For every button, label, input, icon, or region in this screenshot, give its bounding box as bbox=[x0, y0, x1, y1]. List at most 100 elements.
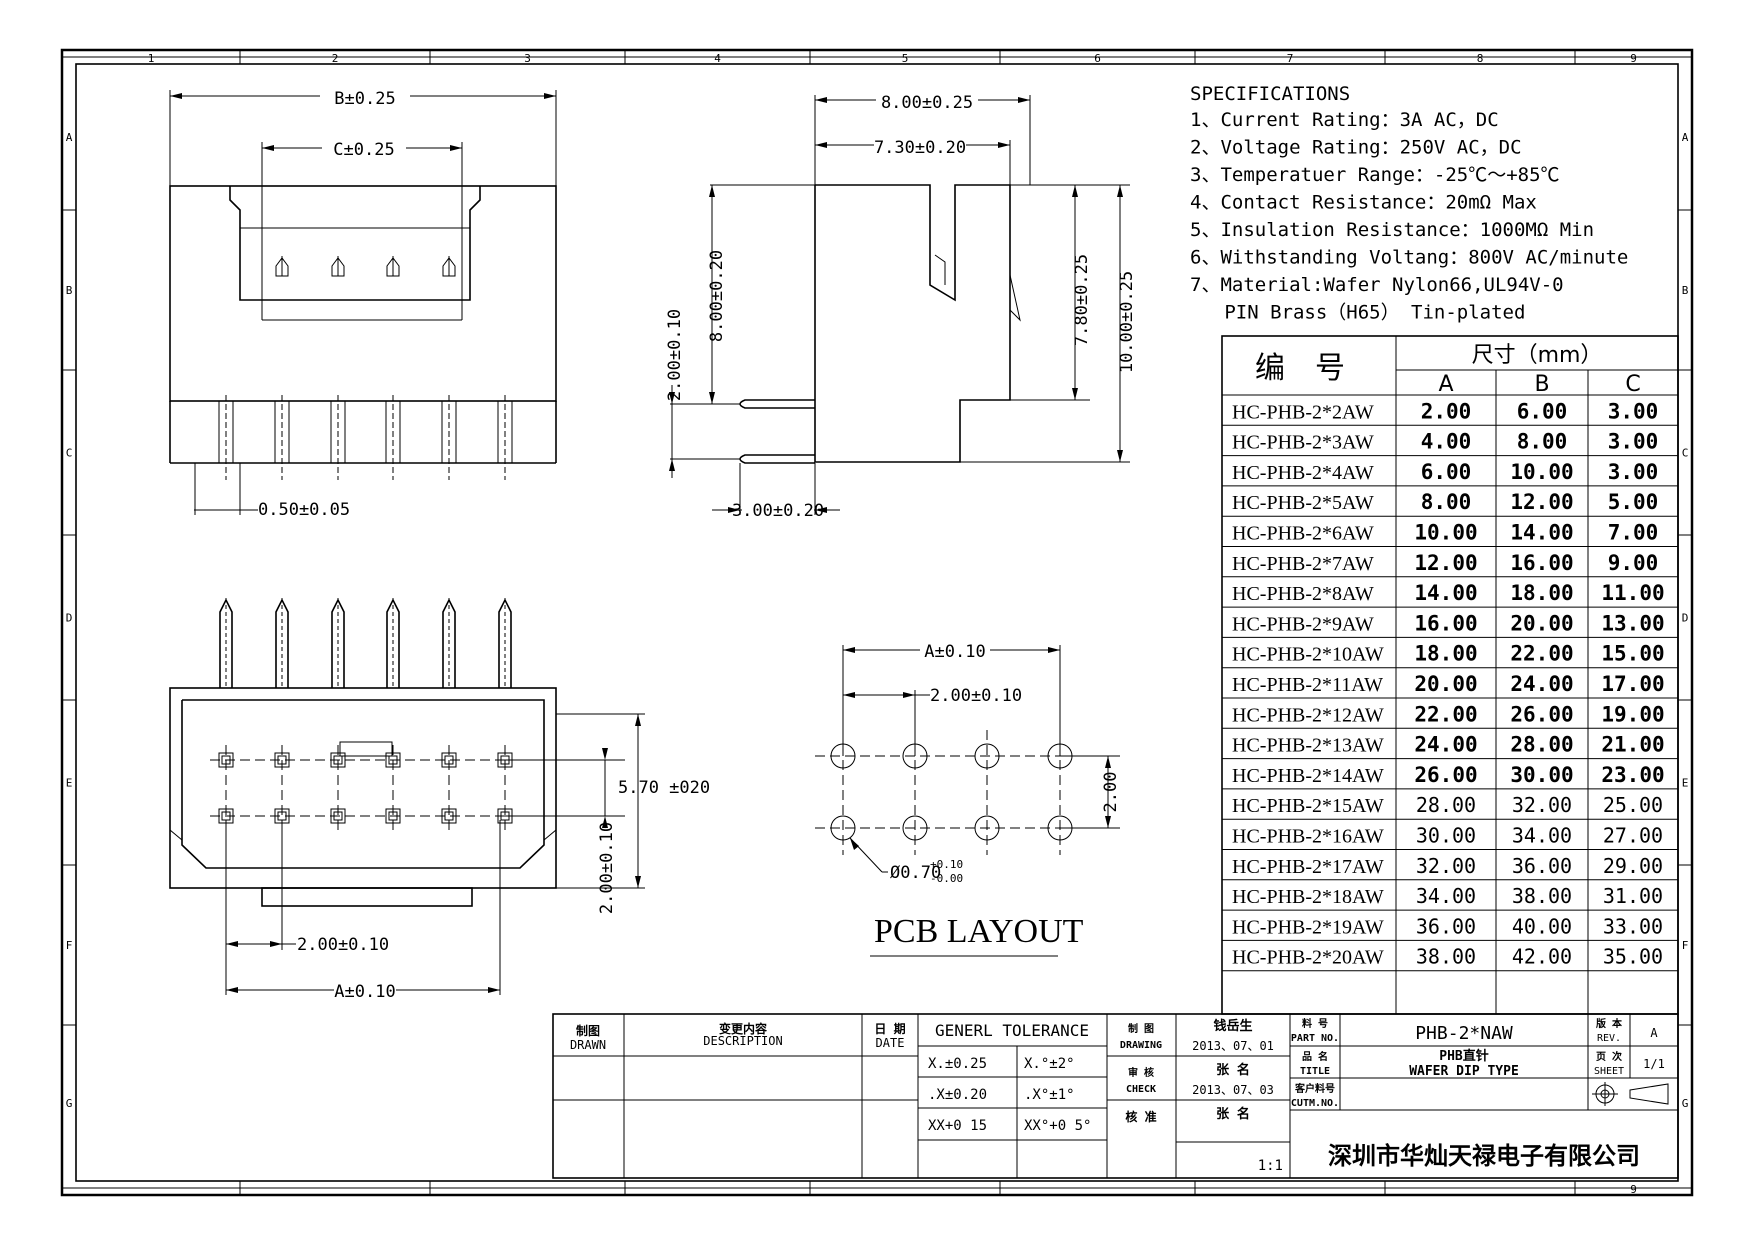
row-marker-left: G bbox=[66, 1097, 73, 1110]
tb-drawing-date: 2013、07、01 bbox=[1192, 1039, 1274, 1053]
side-dim-bottom: 3.00±0.20 bbox=[732, 501, 824, 521]
row-marker-left: C bbox=[66, 447, 73, 460]
specifications-block: SPECIFICATIONS 1、Current Rating：3A AC，DC… bbox=[1190, 83, 1628, 324]
column-marker-top: 5 bbox=[902, 52, 909, 65]
table-value: 30.00 bbox=[1416, 824, 1476, 848]
specifications-title: SPECIFICATIONS bbox=[1190, 83, 1350, 105]
tb-tolerance-title: GENERL TOLERANCE bbox=[935, 1021, 1089, 1040]
table-part-number: HC-PHB-2*11AW bbox=[1232, 674, 1383, 696]
tb-check-cn: 审 核 bbox=[1128, 1066, 1154, 1079]
table-header-part: 编 号 bbox=[1255, 351, 1345, 386]
tb-check-date: 2013、07、03 bbox=[1192, 1083, 1274, 1097]
specification-line: 4、Contact Resistance：20mΩ Max bbox=[1190, 192, 1537, 214]
table-part-number: HC-PHB-2*13AW bbox=[1232, 735, 1384, 757]
table-part-number: HC-PHB-2*17AW bbox=[1232, 856, 1384, 878]
table-value: 38.00 bbox=[1512, 884, 1572, 908]
table-value: 20.00 bbox=[1510, 611, 1573, 635]
side-dim-v2: 2.00±0.10 bbox=[665, 309, 685, 401]
table-header-size: 尺寸（mm） bbox=[1472, 343, 1603, 368]
table-part-number: HC-PHB-2*19AW bbox=[1232, 916, 1384, 938]
table-value: 16.00 bbox=[1510, 551, 1573, 575]
tolerance-linear: X.±0.25 bbox=[928, 1056, 987, 1072]
tb-title-cn: 品 名 bbox=[1302, 1050, 1328, 1063]
row-marker-right: A bbox=[1682, 131, 1689, 144]
projection-symbol bbox=[1592, 1082, 1669, 1106]
title-block: 制图 DRAWN 变更内容 DESCRIPTION 日 期 DATE GENER… bbox=[552, 1013, 1679, 1179]
table-value: 18.00 bbox=[1510, 581, 1573, 605]
tb-title-val-1: PHB直针 bbox=[1439, 1048, 1488, 1064]
table-value: 27.00 bbox=[1603, 824, 1663, 848]
table-value: 31.00 bbox=[1603, 884, 1663, 908]
bottom-view: 5.70 ±020 2.00±0.10 2.00±0.10 A±0.10 bbox=[169, 598, 710, 1002]
front-dim-pin: 0.50±0.05 bbox=[258, 500, 350, 520]
table-value: 26.00 bbox=[1510, 702, 1573, 726]
tb-company: 深圳市华灿天禄电子有限公司 bbox=[1328, 1142, 1640, 1170]
column-marker-top: 4 bbox=[714, 52, 721, 65]
column-marker-top: 9 bbox=[1630, 52, 1637, 65]
row-marker-left: B bbox=[66, 284, 73, 297]
table-value: 40.00 bbox=[1512, 914, 1572, 938]
tb-rev: A bbox=[1650, 1026, 1658, 1040]
table-value: 13.00 bbox=[1601, 611, 1664, 635]
pcb-layout: A±0.10 2.00±0.10 2.00 Ø0.70 +0.10 -0.00 … bbox=[815, 640, 1121, 957]
table-value: 34.00 bbox=[1416, 884, 1476, 908]
table-part-number: HC-PHB-2*20AW bbox=[1232, 947, 1384, 969]
table-value: 36.00 bbox=[1512, 854, 1572, 878]
tolerance-linear: XX+0 15 bbox=[928, 1118, 987, 1134]
bottom-dim-pitch: 2.00±0.10 bbox=[297, 935, 389, 955]
tb-cust-en: CUTM.NO. bbox=[1291, 1098, 1339, 1109]
side-dim-top2: 7.30±0.20 bbox=[874, 138, 966, 158]
table-part-number: HC-PHB-2*18AW bbox=[1232, 886, 1384, 908]
table-part-number: HC-PHB-2*7AW bbox=[1232, 553, 1374, 575]
tb-desc-cn: 变更内容 bbox=[719, 1021, 767, 1036]
front-dim-c: C±0.25 bbox=[333, 140, 394, 160]
table-value: 8.00 bbox=[1517, 430, 1568, 454]
table-value: 42.00 bbox=[1512, 945, 1572, 969]
tb-sheet-en: SHEET bbox=[1594, 1066, 1624, 1077]
table-value: 32.00 bbox=[1512, 793, 1572, 817]
row-marker-left: D bbox=[66, 612, 73, 625]
table-part-number: HC-PHB-2*4AW bbox=[1232, 462, 1374, 484]
table-value: 12.00 bbox=[1414, 551, 1477, 575]
table-value: 6.00 bbox=[1421, 460, 1472, 484]
tb-date-cn: 日 期 bbox=[874, 1021, 905, 1036]
tb-sheet-cn: 页 次 bbox=[1596, 1050, 1622, 1063]
table-value: 14.00 bbox=[1414, 581, 1477, 605]
side-dim-v3: 7.80±0.25 bbox=[1072, 254, 1092, 346]
table-value: 21.00 bbox=[1601, 733, 1664, 757]
table-value: 6.00 bbox=[1517, 399, 1568, 423]
table-value: 14.00 bbox=[1510, 521, 1573, 545]
front-dim-b: B±0.25 bbox=[334, 89, 395, 109]
table-value: 32.00 bbox=[1416, 854, 1476, 878]
table-part-number: HC-PHB-2*15AW bbox=[1232, 795, 1384, 817]
tb-part-no-cn: 料 号 bbox=[1302, 1017, 1328, 1030]
specification-line: 5、Insulation Resistance：1000MΩ Min bbox=[1190, 219, 1594, 241]
row-marker-right: D bbox=[1682, 612, 1689, 625]
table-column-header: C bbox=[1625, 372, 1640, 397]
table-value: 10.00 bbox=[1414, 521, 1477, 545]
row-marker-left: A bbox=[66, 131, 73, 144]
table-value: 12.00 bbox=[1510, 490, 1573, 514]
row-marker-left: F bbox=[66, 939, 73, 952]
table-value: 8.00 bbox=[1421, 490, 1472, 514]
tb-drawn-cn: 制图 bbox=[576, 1023, 600, 1038]
table-value: 25.00 bbox=[1603, 793, 1663, 817]
tb-rev-cn: 版 本 bbox=[1596, 1017, 1623, 1030]
table-part-number: HC-PHB-2*12AW bbox=[1232, 704, 1384, 726]
tb-title-en: TITLE bbox=[1300, 1066, 1330, 1077]
tb-part-no: PHB-2*NAW bbox=[1415, 1023, 1513, 1044]
row-marker-right: G bbox=[1682, 1097, 1689, 1110]
side-view: 8.00±0.25 7.30±0.20 8.00±0.20 2.00±0.10 … bbox=[665, 90, 1137, 521]
tb-check-en: CHECK bbox=[1126, 1084, 1156, 1095]
table-part-number: HC-PHB-2*10AW bbox=[1232, 644, 1384, 666]
column-marker-top: 7 bbox=[1287, 52, 1294, 65]
table-column-header: B bbox=[1534, 372, 1549, 397]
tb-scale: 1:1 bbox=[1258, 1158, 1283, 1174]
tb-rev-en: REV. bbox=[1597, 1033, 1621, 1044]
column-marker-bottom: 9 bbox=[1630, 1183, 1637, 1196]
column-marker-top: 1 bbox=[148, 52, 155, 65]
table-value: 17.00 bbox=[1601, 672, 1664, 696]
bottom-dim-h: 5.70 ±020 bbox=[618, 778, 710, 798]
